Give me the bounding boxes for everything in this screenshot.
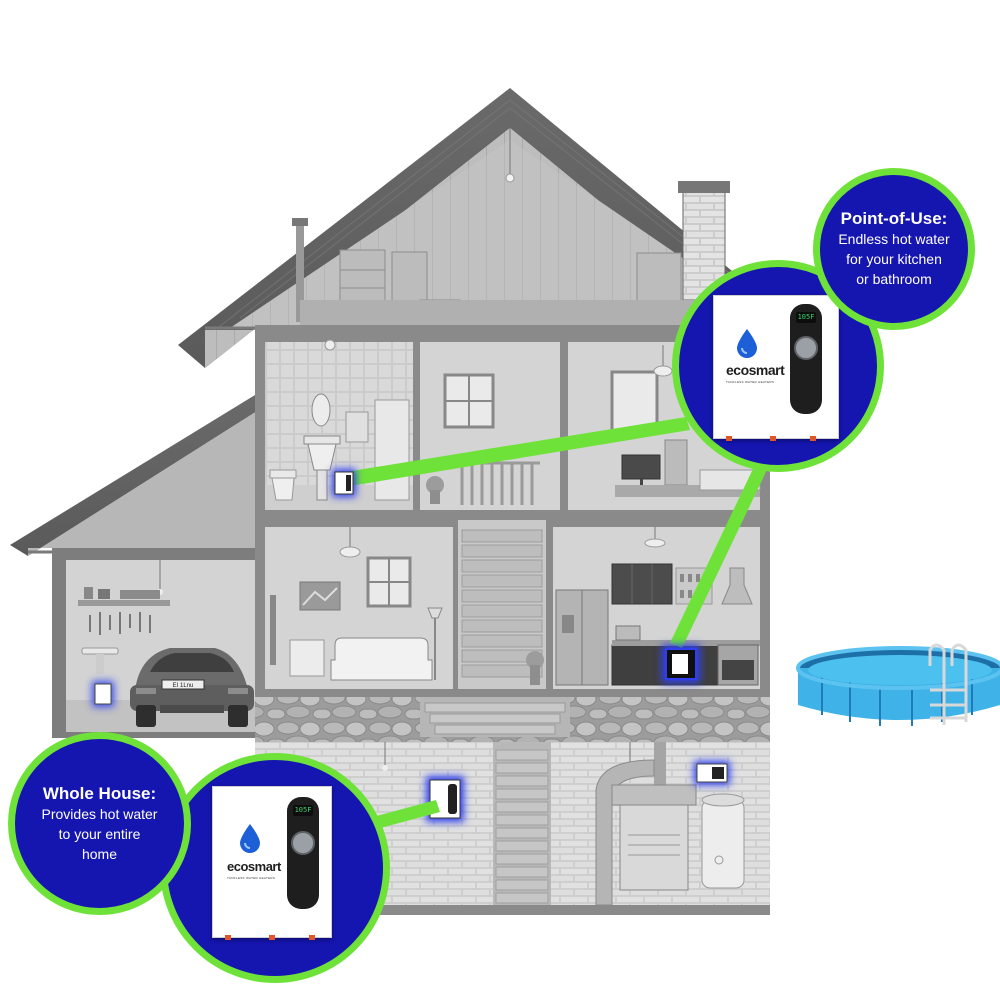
point-of-use-heater: ecosmart TANKLESS WATER HEATERS 105F — [713, 295, 839, 441]
callout-line: to your entire — [58, 825, 141, 842]
dial-knob-icon — [291, 831, 315, 855]
connector-kitchen — [670, 450, 774, 648]
brand-tagline: TANKLESS WATER HEATERS — [227, 876, 276, 880]
callout-line: for your kitchen — [846, 251, 942, 267]
callout-line: or bathroom — [856, 271, 932, 287]
control-panel: 105F — [287, 797, 319, 909]
callout-title: Whole House: — [42, 783, 157, 803]
led-display: 105F — [796, 312, 816, 323]
connector-bathroom — [345, 417, 690, 486]
brand-tagline: TANKLESS WATER HEATERS — [726, 380, 775, 384]
furnace — [619, 804, 689, 891]
point-of-use-callout: Point-of-Use: Endless hot water for your… — [813, 168, 975, 330]
dial-knob-icon — [794, 336, 818, 360]
water-drop-icon — [240, 824, 260, 853]
car: EI 1Lnu — [130, 648, 254, 727]
control-panel: 105F — [790, 304, 822, 414]
led-display: 105F — [293, 805, 313, 816]
whole-house-zoom-ring: ecosmart TANKLESS WATER HEATERS 105F — [160, 753, 390, 983]
callout-title: Point-of-Use: — [840, 209, 948, 228]
garage-roof — [10, 395, 262, 556]
pool — [796, 643, 1000, 726]
callout-line: Endless hot water — [838, 231, 950, 247]
whole-house-heater: ecosmart TANKLESS WATER HEATERS 105F — [212, 786, 332, 940]
callout-line: Provides hot water — [41, 805, 158, 822]
garage-heater — [94, 683, 112, 705]
whole-house-callout: Whole House: Provides hot water to your … — [8, 732, 191, 915]
svg-text:EI 1Lnu: EI 1Lnu — [173, 683, 194, 689]
brand-logo: ecosmart — [726, 362, 785, 378]
brand-logo: ecosmart — [227, 859, 281, 874]
callout-line: home — [81, 845, 118, 862]
water-tank — [701, 799, 745, 889]
water-drop-icon — [737, 329, 757, 358]
